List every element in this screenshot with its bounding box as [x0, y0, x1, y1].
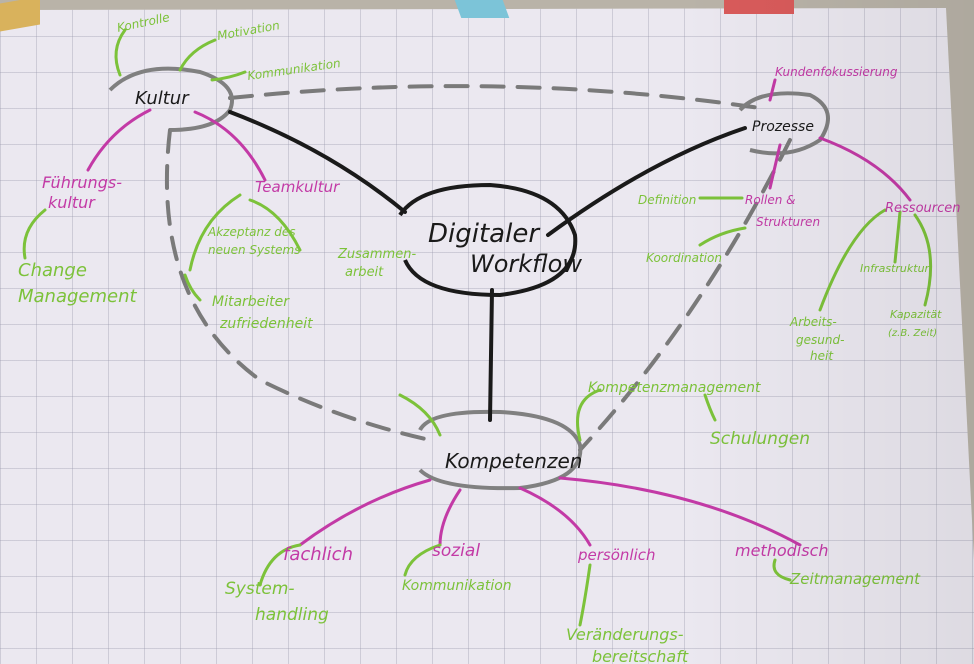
label-veraenderung-2: bereitschaft	[592, 647, 689, 664]
main-connectors	[228, 110, 747, 422]
center-title-line2: Workflow	[470, 250, 582, 278]
label-ressourcen: Ressourcen	[885, 201, 961, 216]
node-kultur: Kultur	[135, 88, 190, 109]
dashed-connections	[164, 84, 792, 452]
label-kapazitaet-2: (z.B. Zeit)	[888, 328, 937, 339]
label-fuehrungskultur-2: kultur	[48, 193, 96, 212]
node-outlines	[108, 66, 830, 491]
label-change-2: Management	[18, 286, 138, 307]
label-zusammenarbeit-2: arbeit	[345, 265, 384, 280]
label-persoenlich: persönlich	[577, 546, 656, 564]
label-arbeits-2: gesund-	[796, 333, 844, 347]
label-kundenfokussierung: Kundenfokussierung	[775, 65, 898, 79]
label-mitarbeiter-1: Mitarbeiter	[212, 294, 290, 310]
label-change-1: Change	[18, 260, 87, 281]
label-veraenderung-1: Veränderungs-	[566, 625, 684, 644]
label-kompetenzmanagement: Kompetenzmanagement	[588, 380, 761, 396]
label-arbeits-3: heit	[810, 349, 834, 363]
green-connectors	[22, 28, 933, 627]
label-kommunikation-kompetenz: Kommunikation	[402, 578, 512, 594]
label-kontrolle: Kontrolle	[116, 10, 171, 35]
label-akzeptanz-1: Akzeptanz des	[207, 225, 296, 239]
label-akzeptanz-2: neuen Systems	[208, 243, 300, 257]
node-kompetenzen: Kompetenzen	[445, 449, 582, 473]
label-rollen-1: Rollen &	[745, 193, 796, 207]
label-zeitmanagement: Zeitmanagement	[789, 570, 921, 588]
red-note-corner	[724, 0, 794, 14]
label-koordination: Koordination	[646, 251, 722, 265]
label-fuehrungskultur-1: Führungs-	[42, 173, 122, 192]
label-arbeits-1: Arbeits-	[789, 315, 837, 329]
label-fachlich: fachlich	[283, 544, 353, 565]
label-kapazitaet-1: Kapazität	[890, 308, 942, 321]
label-sozial: sozial	[432, 541, 480, 561]
node-prozesse: Prozesse	[752, 119, 814, 135]
label-system-1: System-	[225, 579, 295, 599]
label-teamkultur: Teamkultur	[255, 178, 340, 196]
label-zusammenarbeit-1: Zusammen-	[337, 247, 416, 262]
label-motivation: Motivation	[216, 18, 281, 43]
label-kommunikation-kultur: Kommunikation	[246, 56, 341, 83]
center-title-line1: Digitaler	[428, 219, 541, 249]
label-methodisch: methodisch	[735, 541, 829, 560]
label-mitarbeiter-2: zufriedenheit	[219, 316, 313, 332]
label-schulungen: Schulungen	[710, 429, 810, 449]
label-system-2: handling	[255, 605, 329, 625]
label-rollen-2: Strukturen	[756, 215, 820, 229]
center-circle	[398, 182, 578, 298]
label-definition: Definition	[638, 193, 696, 207]
magenta-connectors	[86, 78, 912, 547]
label-infrastruktur: Infrastruktur	[860, 262, 931, 275]
